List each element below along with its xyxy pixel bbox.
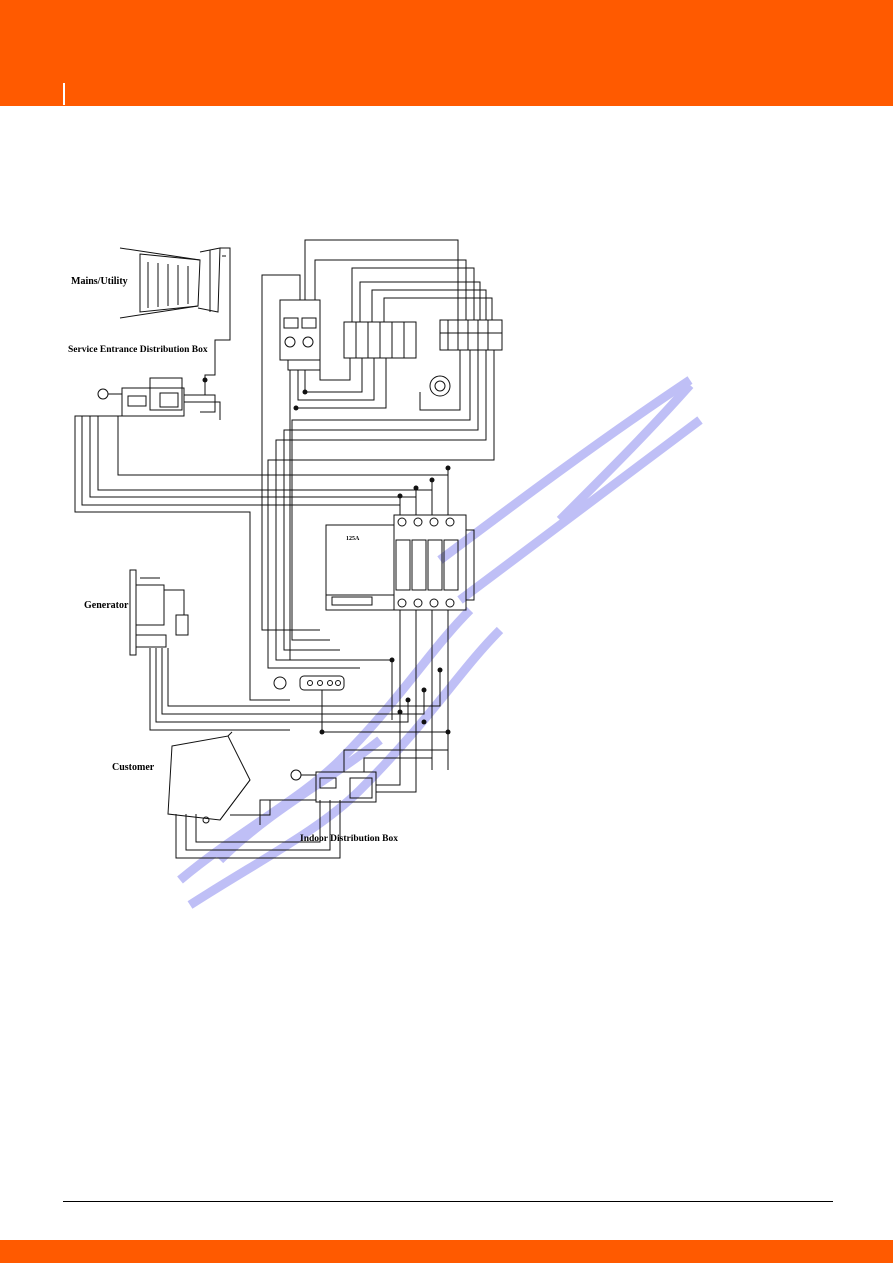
generator — [129, 569, 320, 731]
customer-label: Customer — [112, 762, 155, 773]
service-entrance-box — [97, 377, 221, 420]
indoor-distribution-box — [230, 749, 449, 825]
watermark-icon — [177, 376, 703, 909]
ats-rating-label: 125A — [346, 536, 360, 542]
ats-switch — [325, 514, 475, 611]
footer-rule — [63, 1201, 833, 1202]
junction-dots — [202, 377, 451, 735]
indoor-box-label: Indoor Distribution Box — [300, 834, 399, 844]
page-header-bar — [0, 0, 893, 106]
service-box-label: Service Entrance Distribution Box — [68, 345, 208, 355]
controller-modules — [279, 299, 503, 397]
mains-utility-label: Mains/Utility — [71, 276, 128, 287]
mains-utility-pole — [119, 247, 231, 396]
control-wiring — [261, 239, 495, 669]
header-tick — [63, 83, 65, 105]
customer-load — [167, 731, 341, 859]
generator-label: Generator — [84, 600, 129, 611]
page-footer-bar — [0, 1240, 893, 1263]
ats-connections — [399, 468, 449, 770]
